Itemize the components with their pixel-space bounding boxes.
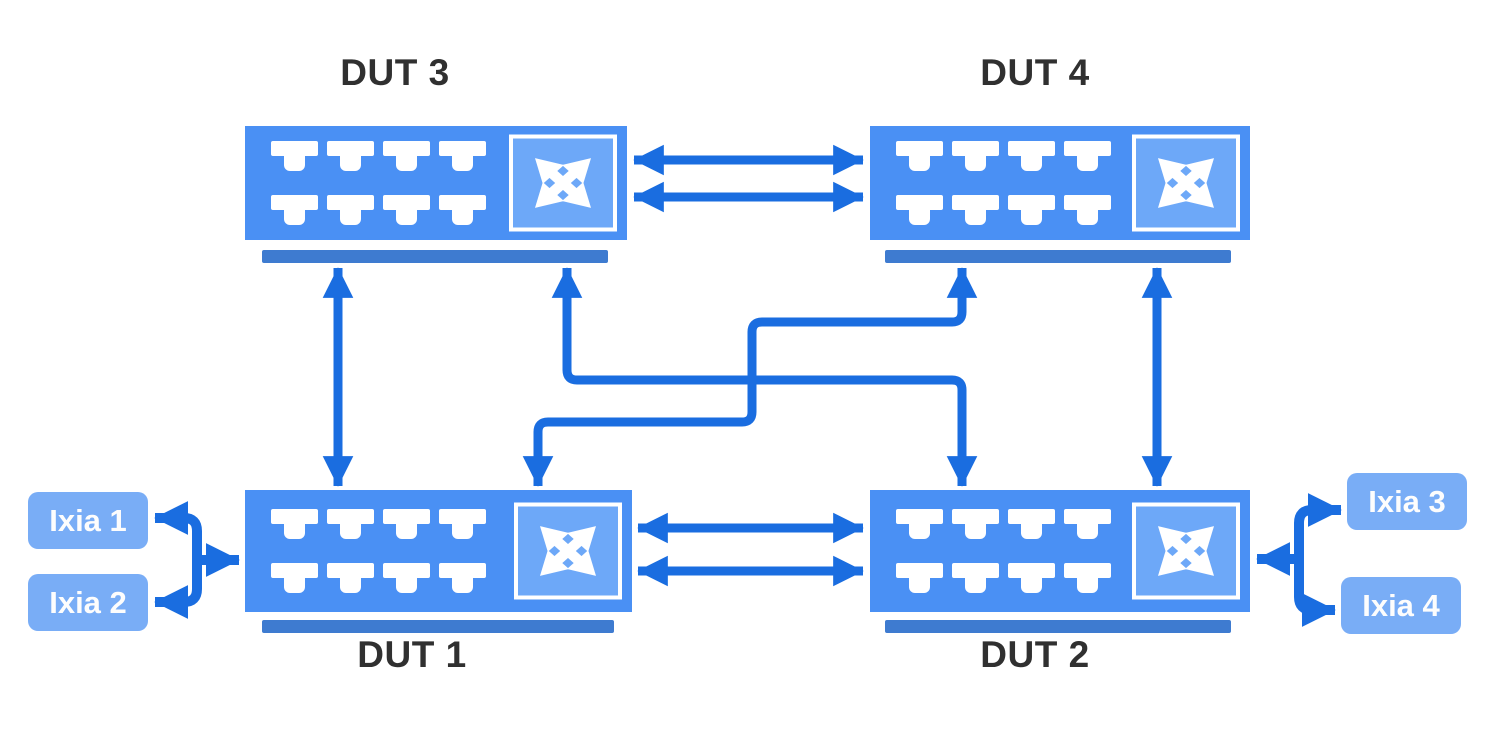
- port-icon: [1064, 563, 1111, 593]
- port-icon: [952, 141, 999, 171]
- crossed-double-arrows-icon: [509, 134, 617, 232]
- port-icon: [327, 509, 374, 539]
- crossed-double-arrows-icon: [514, 502, 622, 600]
- port-icon: [327, 563, 374, 593]
- link-ixia12-bracket: [154, 500, 202, 620]
- port-icon: [271, 509, 318, 539]
- port-icon: [896, 563, 943, 593]
- port-icon: [1064, 509, 1111, 539]
- dut2-base-bar: [885, 620, 1231, 633]
- link-ixia34-bracket: [1294, 492, 1342, 628]
- dut3-label: DUT 3: [340, 52, 450, 93]
- port-icon: [1008, 195, 1055, 225]
- port-icon: [896, 141, 943, 171]
- dut4-ports: [896, 141, 1111, 225]
- port-icon: [439, 195, 486, 225]
- port-icon: [439, 141, 486, 171]
- dut3-ports: [271, 141, 486, 225]
- dut1-ports: [271, 509, 486, 593]
- port-icon: [327, 195, 374, 225]
- port-icon: [1064, 141, 1111, 171]
- dut2-ports: [896, 509, 1111, 593]
- port-icon: [327, 141, 374, 171]
- port-icon: [952, 195, 999, 225]
- port-icon: [439, 563, 486, 593]
- ixia4-node: Ixia 4: [1341, 577, 1461, 634]
- ixia1-node: Ixia 1: [28, 492, 148, 549]
- dut4-base-bar: [885, 250, 1231, 263]
- port-icon: [896, 195, 943, 225]
- dut3-switch: [245, 126, 627, 240]
- port-icon: [896, 509, 943, 539]
- dut2-switch: [870, 490, 1250, 612]
- dut2-label: DUT 2: [980, 634, 1090, 675]
- ixia3-node: Ixia 3: [1347, 473, 1467, 530]
- dut4-switch: [870, 126, 1250, 240]
- port-icon: [439, 509, 486, 539]
- dut3-base-bar: [262, 250, 608, 263]
- ixia2-node: Ixia 2: [28, 574, 148, 631]
- port-icon: [1008, 563, 1055, 593]
- crossed-double-arrows-icon: [1132, 134, 1240, 232]
- port-icon: [383, 563, 430, 593]
- port-icon: [1008, 141, 1055, 171]
- crossed-double-arrows-icon: [1132, 502, 1240, 600]
- port-icon: [271, 195, 318, 225]
- dut1-base-bar: [262, 620, 614, 633]
- port-icon: [383, 141, 430, 171]
- dut4-label: DUT 4: [980, 52, 1090, 93]
- link-dut3-dut2: [551, 267, 978, 487]
- port-icon: [383, 509, 430, 539]
- port-icon: [271, 563, 318, 593]
- port-icon: [952, 563, 999, 593]
- dut1-label: DUT 1: [357, 634, 467, 675]
- port-icon: [271, 141, 318, 171]
- port-icon: [952, 509, 999, 539]
- link-dut4-dut1: [522, 267, 978, 487]
- port-icon: [1008, 509, 1055, 539]
- port-icon: [383, 195, 430, 225]
- dut1-switch: [245, 490, 632, 612]
- port-icon: [1064, 195, 1111, 225]
